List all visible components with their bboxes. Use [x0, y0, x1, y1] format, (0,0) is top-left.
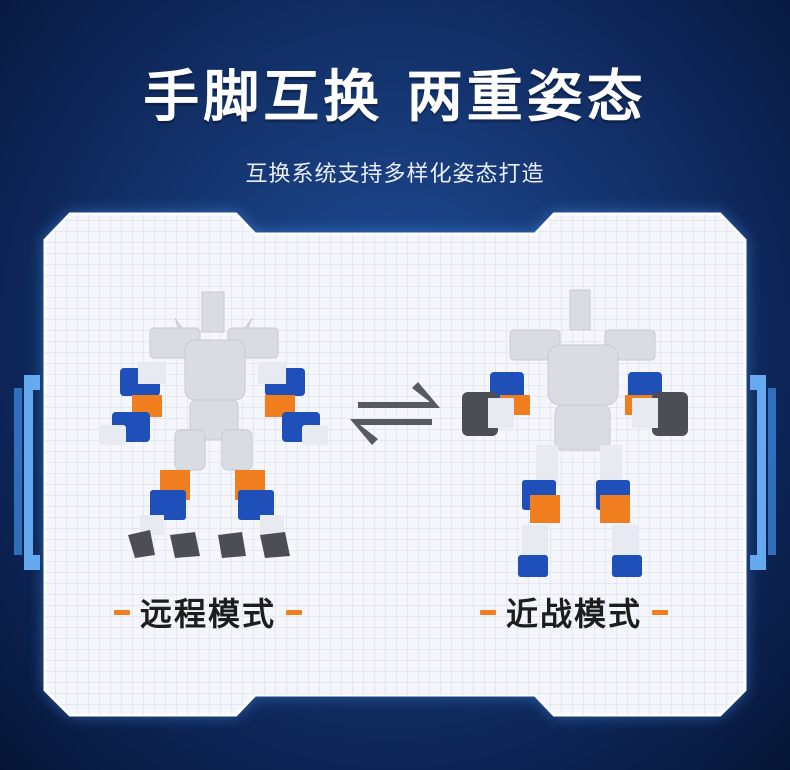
mode-label-text: 远程模式: [140, 595, 277, 633]
page-title: 手脚互换 两重姿态: [143, 65, 647, 130]
page-subtitle: 互换系统支持多样化姿态打造: [245, 162, 545, 187]
dash-right: [652, 609, 669, 615]
mode-label-ranged: 远程模式: [114, 592, 303, 633]
dash-right: [286, 609, 303, 615]
mode-label-melee: 近战模式: [480, 592, 669, 633]
robot-melee-mode: [462, 289, 688, 577]
swap-arrows-icon: [350, 382, 440, 445]
dash-left: [114, 609, 130, 615]
robot-ranged-mode: [100, 291, 328, 558]
right-bracket: [750, 375, 776, 570]
left-bracket: [14, 375, 40, 570]
dash-left: [480, 609, 496, 615]
mode-label-text: 近战模式: [506, 595, 643, 633]
